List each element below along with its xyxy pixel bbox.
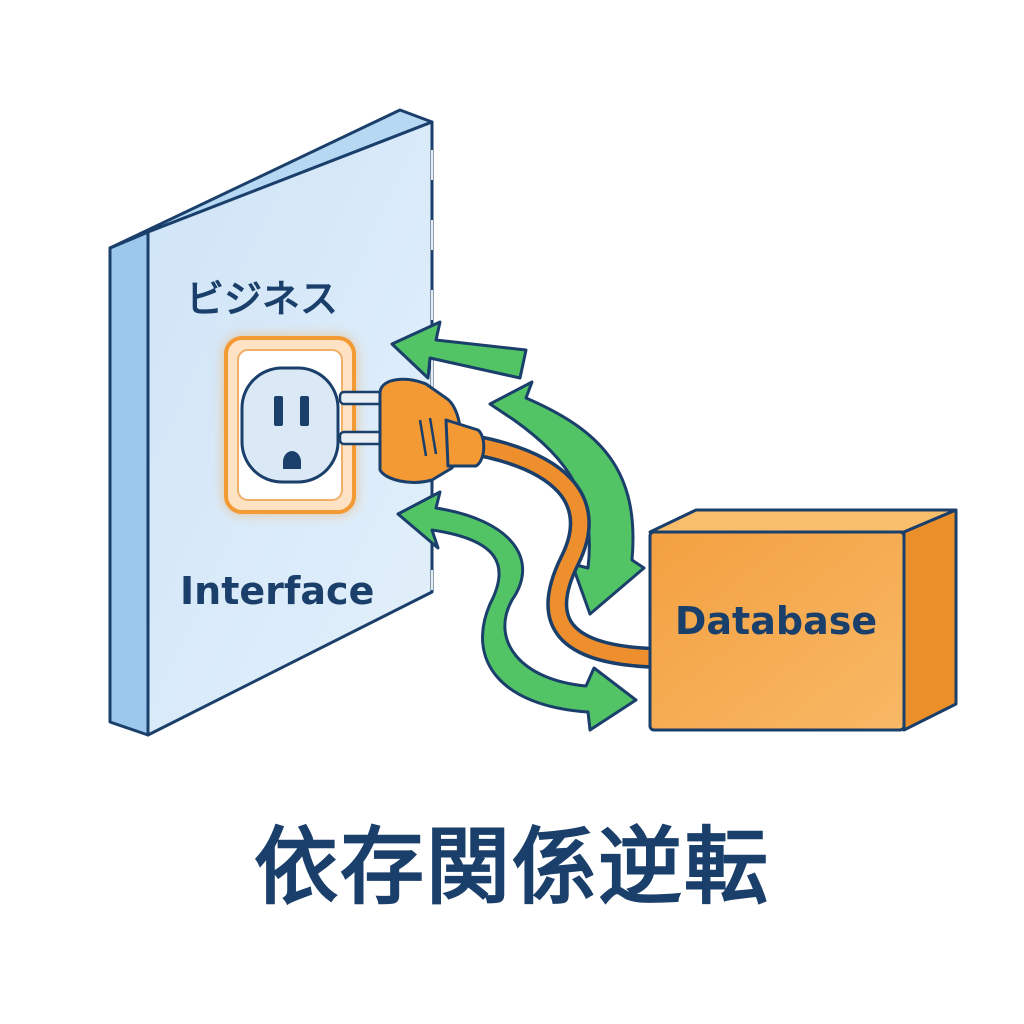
wall-subtitle: Interface <box>180 569 374 613</box>
arrow-s-curve <box>396 490 638 732</box>
wall-side <box>108 230 150 737</box>
box-side <box>902 508 958 732</box>
arrow-icon <box>390 320 646 732</box>
box-front <box>648 530 906 732</box>
wall-title: ビジネス <box>186 277 338 321</box>
database-label: Database <box>675 599 877 643</box>
arrow-top-left <box>390 320 528 380</box>
plug-icon <box>338 377 671 669</box>
outlet-icon <box>224 336 356 514</box>
page-title: 依存関係逆転 <box>253 818 770 916</box>
arrow-curve-down <box>488 380 646 616</box>
database-box <box>648 508 958 732</box>
